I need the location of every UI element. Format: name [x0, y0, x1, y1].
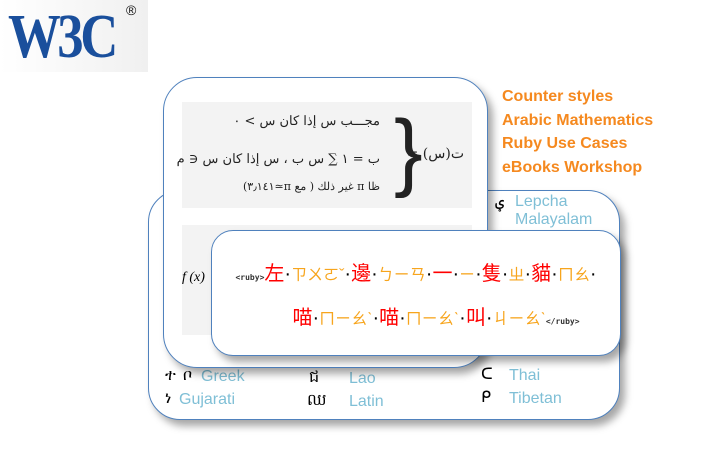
fx-label: f (x)	[182, 270, 205, 285]
script-glyph: ؠ	[495, 193, 505, 210]
ruby-annotation: ㄓ	[508, 267, 525, 284]
script-glyph: ᑭ	[481, 389, 492, 406]
script-latin[interactable]: Latin	[349, 393, 384, 410]
link-ruby-use-cases[interactable]: Ruby Use Cases	[502, 135, 628, 152]
ruby-base: 隻	[481, 263, 502, 285]
script-malayalam[interactable]: Malayalam	[515, 211, 593, 228]
ruby-base: 喵	[379, 307, 400, 329]
ruby-annotation: ㄐㄧㄠˋ	[492, 311, 546, 328]
ruby-base: 叫	[465, 307, 486, 329]
link-arabic-mathematics[interactable]: Arabic Mathematics	[502, 111, 654, 129]
ruby-annotation: ㄧ	[459, 267, 476, 284]
script-glyph: ᑕ	[481, 366, 493, 383]
ruby-open-tag: <ruby>	[235, 273, 265, 282]
script-glyph: ቦ	[183, 367, 193, 384]
ruby-base: 一	[432, 263, 453, 285]
formula-row-2: ب = ١ ∑ س ب ، س إذا كان س ∈ م	[176, 152, 380, 167]
ruby-annotation: ㄇㄧㄠˋ	[405, 311, 460, 328]
formula-row-1: مجـــب س إذا كان س > ٠	[233, 114, 380, 129]
registered-mark: ®	[126, 2, 137, 18]
ruby-card: <ruby>左·ㄗㄨㄛˇ·邊·ㄅㄧㄢ·一·ㄧ·隻·ㄓ·貓·ㄇㄠ· 喵·ㄇㄧㄠˋ·…	[211, 230, 621, 356]
script-lepcha[interactable]: Lepcha	[515, 193, 568, 210]
script-tibetan[interactable]: Tibetan	[509, 390, 562, 407]
ruby-annotation: ㄇㄧㄠˋ	[319, 311, 373, 328]
formula-row-3: ظا π غير ذلك ( مع π≃٣٫١٤١)	[243, 180, 380, 193]
script-lao[interactable]: Lao	[349, 370, 376, 387]
ruby-annotation: ㄇㄠ	[557, 267, 590, 284]
w3c-logo[interactable]: W3C ®	[0, 0, 148, 72]
ruby-close-tag: </ruby>	[545, 317, 580, 326]
ruby-base: 邊	[351, 263, 372, 285]
ruby-base: 貓	[531, 263, 552, 285]
ruby-line-1: <ruby>左·ㄗㄨㄛˇ·邊·ㄅㄧㄢ·一·ㄧ·隻·ㄓ·貓·ㄇㄠ·	[235, 263, 597, 285]
ruby-line-2: 喵·ㄇㄧㄠˋ·喵·ㄇㄧㄠˋ·叫·ㄐㄧㄠˋ</ruby>	[292, 307, 580, 329]
link-ebooks-workshop[interactable]: eBooks Workshop	[502, 158, 643, 176]
topic-links: Counter styles Arabic Mathematics Ruby U…	[502, 85, 653, 179]
script-glyph: ជ	[309, 369, 320, 386]
script-glyph: ነ	[165, 390, 172, 407]
ruby-annotation: ㄗㄨㄛˇ	[291, 267, 345, 284]
formula-lhs: ت(س) =	[406, 146, 464, 162]
brace: }	[394, 103, 423, 199]
link-counter-styles[interactable]: Counter styles	[502, 88, 614, 105]
script-gujarati[interactable]: Gujarati	[179, 391, 236, 408]
arabic-formula-image: ت(س) = } مجـــب س إذا كان س > ٠ ب = ١ ∑ …	[177, 102, 472, 208]
logo-text: W3C	[8, 3, 118, 71]
script-thai[interactable]: Thai	[509, 367, 541, 384]
ruby-base: 喵	[292, 307, 313, 329]
ruby-annotation: ㄅㄧㄢ	[377, 267, 426, 284]
script-glyph: ឈ	[307, 392, 327, 409]
ruby-base: 左	[264, 263, 285, 285]
script-glyph: ተ	[165, 367, 176, 384]
script-greek[interactable]: Greek	[201, 368, 245, 385]
